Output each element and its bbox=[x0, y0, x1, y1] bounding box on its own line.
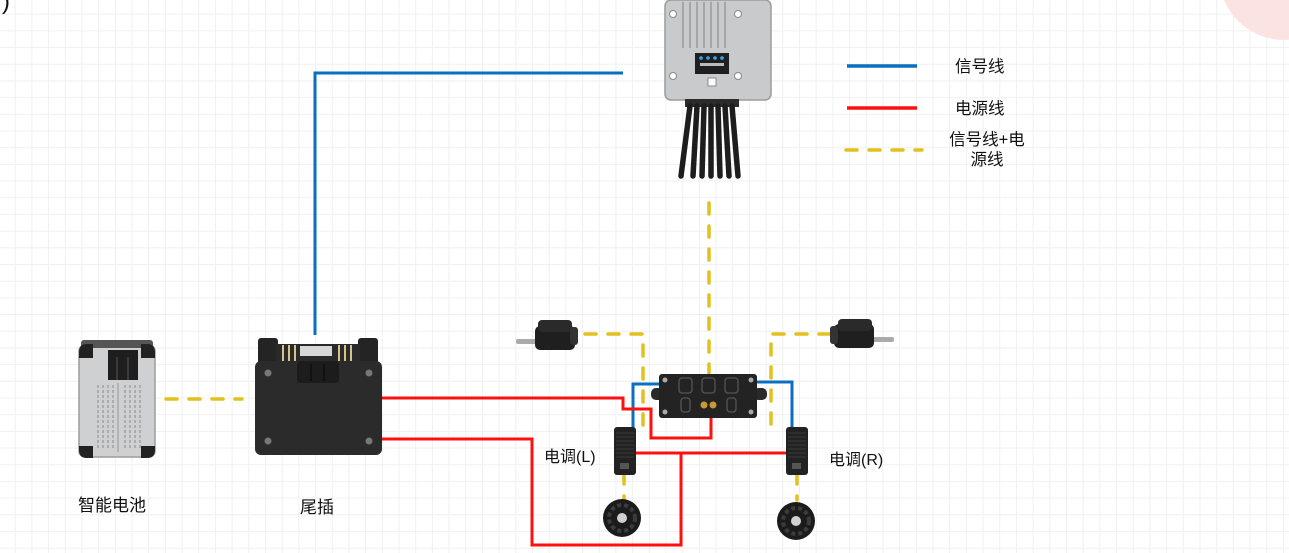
esc-icon-right bbox=[786, 427, 808, 475]
legend-label-combined: 信号线+电 源线 bbox=[940, 130, 1034, 170]
brushless-motor-icon-right bbox=[777, 502, 815, 540]
smart-battery-icon bbox=[78, 340, 156, 458]
combined-wire-servo-left-hub bbox=[583, 332, 645, 434]
servo-motor-icon-left bbox=[516, 320, 578, 350]
esc-left-label: 电调(L) bbox=[544, 449, 596, 466]
tail-plug-label: 尾插 bbox=[300, 498, 334, 517]
power-wire-tailplug-hub bbox=[381, 396, 713, 440]
combined-wire-servo-right-hub bbox=[769, 332, 832, 438]
power-wire-tailplug-esc-loop bbox=[381, 437, 683, 547]
servo-motor-icon-right bbox=[830, 319, 894, 348]
legend-label-combined-line1: 信号线+电 bbox=[949, 131, 1025, 149]
main-controller-unit-icon bbox=[664, 0, 772, 179]
legend-label-power: 电源线 bbox=[955, 100, 1005, 118]
legend-label-combined-line2: 源线 bbox=[970, 151, 1004, 169]
tail-plug-connector-icon bbox=[255, 338, 382, 455]
cropped-title-glyph: ) bbox=[2, 0, 10, 15]
esc-right-label: 电调(R) bbox=[829, 452, 884, 469]
brushless-motor-icon-left bbox=[603, 499, 641, 537]
legend-label-signal: 信号线 bbox=[955, 58, 1005, 76]
battery-label: 智能电池 bbox=[78, 496, 146, 515]
distribution-hub-icon bbox=[651, 374, 767, 418]
signal-wire-tailplug-controller bbox=[313, 71, 623, 335]
esc-icon-left bbox=[614, 427, 636, 475]
